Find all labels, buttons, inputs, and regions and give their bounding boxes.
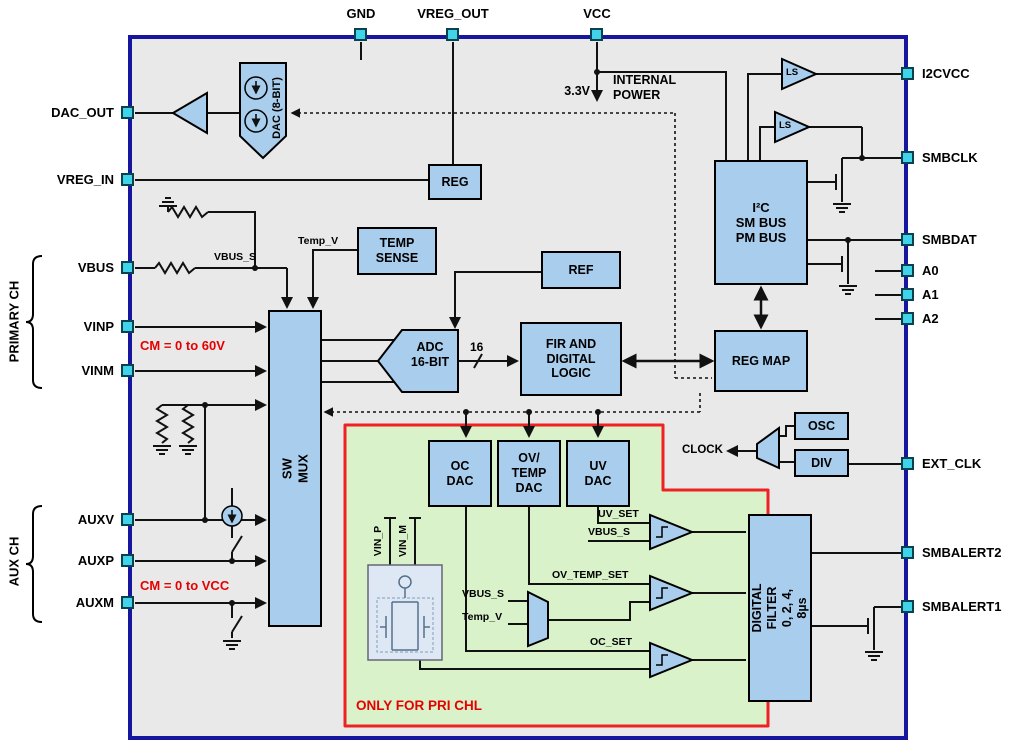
pin-label-vinm: VINM — [81, 363, 115, 378]
pin-a1 — [901, 288, 914, 301]
pin-label-vbus: VBUS — [77, 260, 114, 275]
ov-temp-set-label: OV_TEMP_SET — [552, 569, 629, 581]
sw-mux-label: SW MUX — [279, 454, 310, 483]
uv-set-label: UV_SET — [598, 508, 639, 520]
pin-auxp — [121, 554, 134, 567]
pin-label-gnd: GND — [346, 6, 376, 21]
pin-label-a0: A0 — [922, 263, 939, 278]
block-div: DIV — [794, 449, 849, 477]
pin-label-vreg-in: VREG_IN — [56, 172, 114, 187]
digital-filter-label: DIGITAL FILTER 0, 2, 4, 8µs — [750, 583, 809, 633]
block-reg: REG — [428, 164, 482, 200]
pin-vreg-out — [446, 28, 459, 41]
block-oc-dac: OC DAC — [428, 440, 492, 507]
pin-vcc — [590, 28, 603, 41]
pin-vinp — [121, 320, 134, 333]
block-sw-mux: SW MUX — [268, 310, 322, 627]
pin-vbus — [121, 261, 134, 274]
pin-gnd — [354, 28, 367, 41]
pin-label-ext-clk: EXT_CLK — [922, 456, 982, 471]
level-shifter-2-label: LS — [779, 120, 792, 131]
pin-label-a1: A1 — [922, 287, 939, 302]
block-osc: OSC — [794, 412, 849, 440]
pin-auxm — [121, 596, 134, 609]
only-pri-annotation: ONLY FOR PRI CHL — [356, 698, 483, 713]
pin-smbalert1 — [901, 600, 914, 613]
block-i2c-smbus-pmbus: I²C SM BUS PM BUS — [714, 160, 808, 285]
block-uv-dac: UV DAC — [566, 440, 630, 507]
pin-label-auxm: AUXM — [75, 595, 114, 610]
pin-label-vinp: VINP — [83, 319, 114, 334]
adc-bus-width-label: 16 — [470, 340, 484, 354]
pin-label-smbalert2: SMBALERT2 — [922, 545, 1002, 560]
pin-label-auxv: AUXV — [77, 512, 114, 527]
block-digital-filter: DIGITAL FILTER 0, 2, 4, 8µs — [748, 514, 812, 702]
vin-p-label: VIN_P — [372, 525, 384, 557]
pin-label-vcc: VCC — [583, 6, 611, 21]
pin-auxv — [121, 513, 134, 526]
oc-set-label: OC_SET — [590, 636, 633, 648]
temp-v-top-label: Temp_V — [298, 235, 339, 247]
cm-aux-annotation: CM = 0 to VCC — [140, 578, 230, 593]
v33-label: 3.3V — [564, 84, 590, 98]
block-fir-digital-logic: FIR AND DIGITAL LOGIC — [520, 322, 622, 396]
pin-label-auxp: AUXP — [77, 553, 114, 568]
vbus-s-comp-label: VBUS_S — [588, 526, 631, 538]
pin-dac-out — [121, 106, 134, 119]
vbus-s-mux-label: VBUS_S — [462, 588, 505, 600]
pin-smbalert2 — [901, 546, 914, 559]
adc-label: ADC 16-BIT — [410, 340, 450, 369]
pin-vinm — [121, 364, 134, 377]
pin-i2cvcc — [901, 67, 914, 80]
block-ov-temp-dac: OV/ TEMP DAC — [497, 440, 561, 507]
cm-primary-annotation: CM = 0 to 60V — [140, 338, 225, 353]
pin-label-smbclk: SMBCLK — [922, 150, 978, 165]
pin-label-smbalert1: SMBALERT1 — [922, 599, 1002, 614]
pin-label-a2: A2 — [922, 311, 939, 326]
internal-power-label: INTERNAL POWER — [613, 73, 677, 102]
pin-smbdat — [901, 233, 914, 246]
pin-ext-clk — [901, 457, 914, 470]
vin-m-label: VIN_M — [397, 524, 409, 558]
pin-label-smbdat: SMBDAT — [922, 232, 977, 247]
pin-smbclk — [901, 151, 914, 164]
vbus-s-top-label: VBUS_S — [214, 251, 257, 263]
pin-label-vreg-out: VREG_OUT — [417, 6, 489, 21]
block-temp-sense: TEMP SENSE — [357, 227, 437, 275]
level-shifter-1-label: LS — [786, 67, 799, 78]
block-reg-map: REG MAP — [714, 330, 808, 392]
temp-v-mux-label: Temp_V — [462, 611, 503, 623]
pin-vreg-in — [121, 173, 134, 186]
dac-label: DAC (8-BIT) — [271, 77, 283, 139]
pin-a2 — [901, 312, 914, 325]
block-ref: REF — [541, 251, 621, 289]
pin-label-i2cvcc: I2CVCC — [922, 66, 970, 81]
pin-a0 — [901, 264, 914, 277]
pin-label-dac-out: DAC_OUT — [51, 105, 114, 120]
clock-label: CLOCK — [682, 444, 723, 456]
